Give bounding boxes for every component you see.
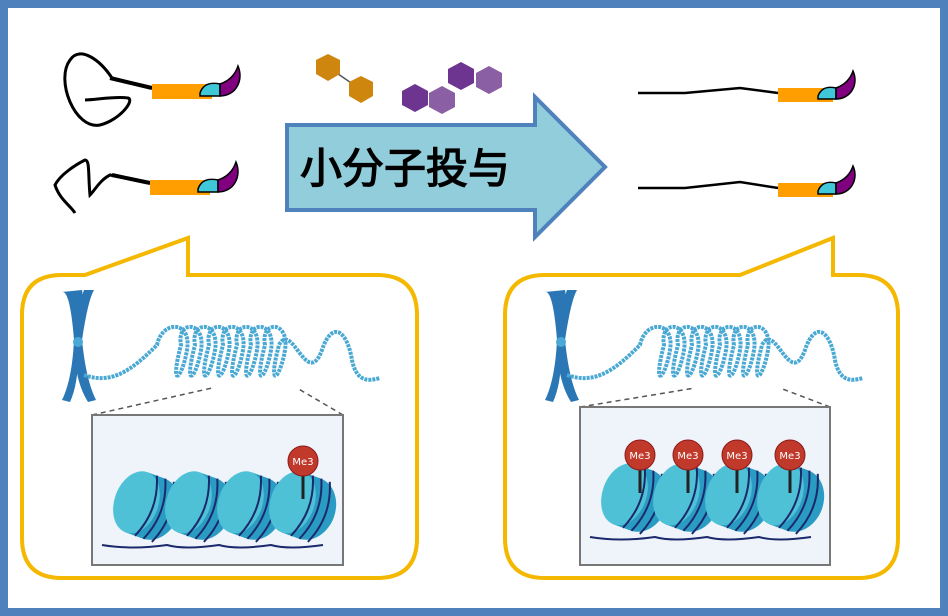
me3-label: Me3 — [629, 451, 650, 462]
zoom-guide-lines — [579, 387, 831, 408]
me3-badge — [672, 439, 704, 471]
small-molecule-purple — [402, 62, 502, 114]
dna-wrap — [298, 478, 323, 540]
dna-wrap — [194, 478, 219, 540]
me3-mark: Me3 — [672, 439, 704, 493]
dna-wrap — [622, 467, 646, 529]
me3-label: Me3 — [726, 451, 747, 462]
small-molecule-orange — [316, 54, 373, 103]
me3-badge — [287, 445, 319, 477]
me3-badge — [774, 439, 806, 471]
me3-badge — [721, 439, 753, 471]
treatment-arrow: 小分子投与 — [285, 92, 608, 242]
nucleosome — [165, 471, 233, 543]
chromosome-arm — [557, 290, 579, 402]
me3-label: Me3 — [779, 451, 800, 462]
chromosome-arm — [62, 290, 83, 402]
chromosome-arm — [545, 290, 566, 402]
me3-mark: Me3 — [774, 439, 806, 493]
dna-wrap — [682, 470, 707, 532]
nucleosome-inset: Me3 — [91, 414, 344, 566]
worm-curled-top — [63, 52, 241, 127]
nucleosome — [601, 463, 669, 535]
dna-wrap — [238, 475, 262, 537]
chromosome-arm — [74, 290, 96, 402]
nucleosome-inset: Me3 Me3 Me3 Me3 — [579, 406, 831, 566]
nucleosome — [217, 471, 285, 543]
dna-wrap — [786, 470, 811, 532]
zoom-guide-lines — [91, 387, 344, 416]
worm-curled-bottom — [53, 158, 239, 214]
nucleosome — [757, 463, 825, 535]
dna-wrap — [134, 475, 158, 537]
dna-wrap — [726, 467, 750, 529]
dna-wrap — [674, 467, 698, 529]
me3-label: Me3 — [292, 457, 313, 468]
worm-straight-bottom — [638, 163, 856, 197]
chromatin-fiber — [566, 324, 864, 382]
arrow-label: 小分子投与 — [300, 144, 510, 193]
dna-wrap — [290, 475, 314, 537]
dna-wrap — [795, 473, 819, 535]
worm-straight-top — [638, 68, 856, 102]
dna-strand — [101, 543, 324, 549]
me3-mark: Me3 — [721, 439, 753, 493]
dna-wrap — [142, 478, 167, 540]
chromosome-icon — [545, 290, 579, 402]
dna-wrap — [246, 478, 271, 540]
chromosome-icon — [62, 290, 96, 402]
me3-mark: Me3 — [287, 445, 319, 499]
dna-wrap — [734, 470, 759, 532]
dna-wrap — [307, 481, 331, 543]
nucleosome — [705, 463, 773, 535]
chromatin-fiber — [83, 324, 381, 382]
dna-wrap — [630, 470, 655, 532]
chromatin-panel-after: Me3 Me3 Me3 Me3 — [545, 290, 864, 566]
centromere — [556, 337, 566, 347]
dna-wrap — [778, 467, 802, 529]
me3-badge — [624, 439, 656, 471]
dna-wrap — [186, 475, 210, 537]
me3-label: Me3 — [677, 451, 698, 462]
centromere — [73, 337, 83, 347]
dna-strand — [589, 535, 812, 541]
me3-mark: Me3 — [624, 439, 656, 493]
chromatin-panel-before: Me3 — [62, 290, 381, 566]
